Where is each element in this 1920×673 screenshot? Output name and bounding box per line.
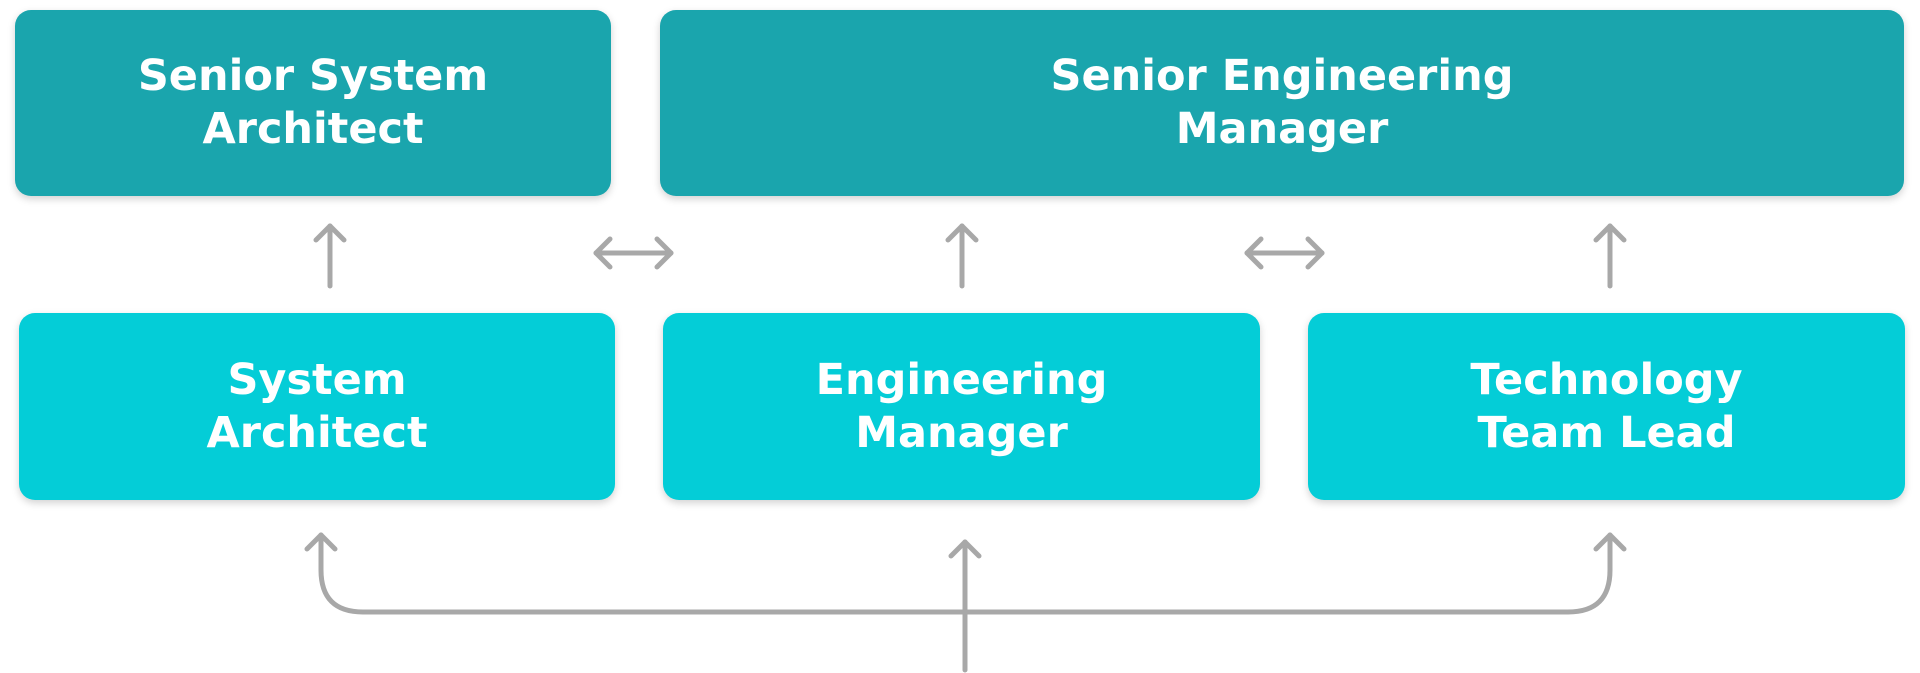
- card-title-line-1: Technology: [1470, 354, 1743, 405]
- card-title-line-2: Manager: [1175, 104, 1389, 154]
- entry-branch-connector: [304, 532, 1627, 673]
- arrow-up-team-lead-to-senior-manager: [1593, 223, 1627, 289]
- card-system-architect[interactable]: System Architect: [19, 313, 615, 500]
- card-title-line-1: System: [227, 354, 407, 405]
- card-title-line-2: Architect: [202, 104, 424, 154]
- card-title-line-2: Architect: [206, 407, 428, 458]
- arrow-up-architect-to-senior-architect: [313, 223, 347, 289]
- arrow-up-eng-manager-to-senior-manager: [945, 223, 979, 289]
- card-senior-system-architect[interactable]: Senior System Architect: [15, 10, 611, 196]
- card-engineering-manager[interactable]: Engineering Manager: [663, 313, 1260, 500]
- card-title-line-2: Team Lead: [1477, 407, 1736, 458]
- card-senior-engineering-manager[interactable]: Senior Engineering Manager: [660, 10, 1904, 196]
- card-title-line-1: Engineering: [815, 354, 1108, 405]
- double-arrow-right: [1244, 236, 1325, 270]
- card-title-line-2: Manager: [855, 407, 1068, 458]
- double-arrow-left: [593, 236, 674, 270]
- card-technology-team-lead[interactable]: Technology Team Lead: [1308, 313, 1905, 500]
- card-title-line-1: Senior Engineering: [1050, 51, 1514, 101]
- card-title-line-1: Senior System: [137, 51, 489, 101]
